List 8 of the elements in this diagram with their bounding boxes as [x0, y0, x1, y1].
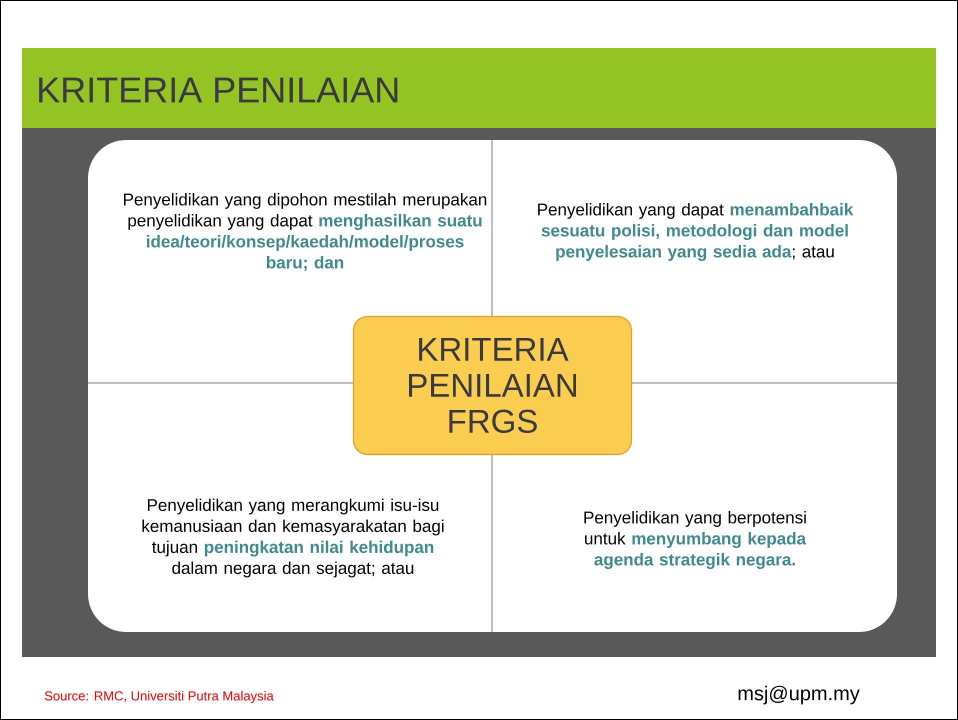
email-address: msj@upm.my	[738, 686, 860, 704]
source-note: Source: RMC, Universiti Putra Malaysia	[44, 690, 274, 704]
title-band: KRITERIA PENILAIAN	[22, 48, 936, 128]
quadrant-text: Penyelidikan yang dapat menambahbaik sesuatu polisi, metodologi dan model penyelesaian yang sedia ada; atau	[538, 203, 854, 261]
center-box: KRITERIA PENILAIAN FRGS	[352, 316, 632, 456]
quadrant-text: Penyelidikan yang dipohon mestilah merupakan penyelidikan yang dapat menghasilkan suatu idea/teori/konsep/kaedah/model/proses baru; dan	[124, 193, 486, 271]
quadrant-text: Penyelidikan yang berpotensi untuk menyumbang kepada agenda strategik negara.	[584, 511, 806, 569]
quadrant-text: Penyelidikan yang merangkumi isu-isu kemanusiaan dan kemasyarakatan bagi tujuan peningkatan nilai kehidupan dalam negara dan sejagat; atau	[142, 498, 444, 578]
